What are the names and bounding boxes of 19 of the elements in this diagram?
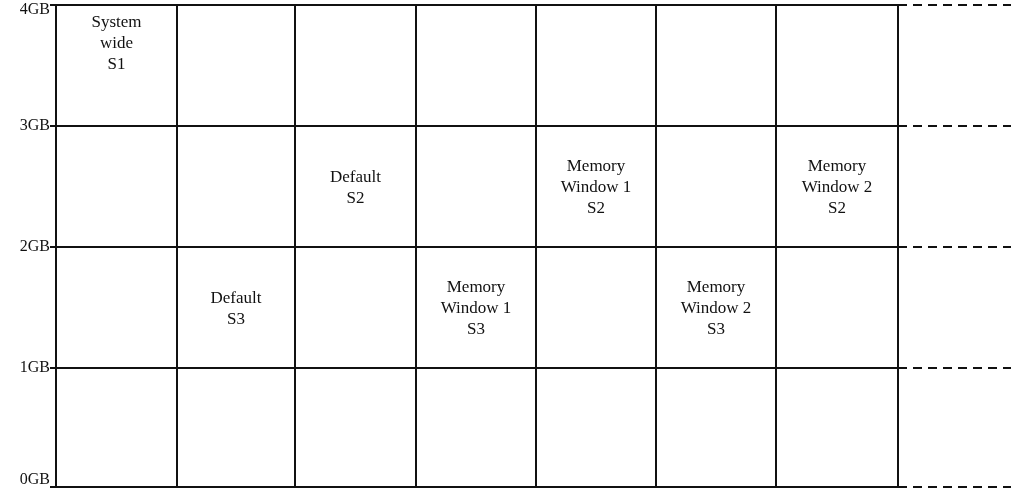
region-name: System wide [90,11,143,53]
segment-id: S3 [707,318,725,339]
axis-label: 2GB [18,237,50,255]
region-name: Memory Window 2 [800,155,874,197]
segment-id: S2 [828,197,846,218]
axis-label: 0GB [18,470,50,488]
axis-label: 3GB [18,116,50,134]
segment-id: S2 [587,197,605,218]
region-name: Default [330,165,381,187]
segment-id: S3 [227,307,245,329]
axis-label: 4GB [18,0,50,18]
segment-id: S1 [107,53,126,74]
segment-id: S3 [467,318,485,339]
axis-label: 1GB [18,358,50,376]
segment-id: S2 [346,186,365,208]
region-name: Memory Window 1 [559,155,633,197]
region-name: Memory Window 1 [439,276,513,318]
region-name: Default [210,286,262,308]
region-name: Memory Window 2 [679,276,753,318]
